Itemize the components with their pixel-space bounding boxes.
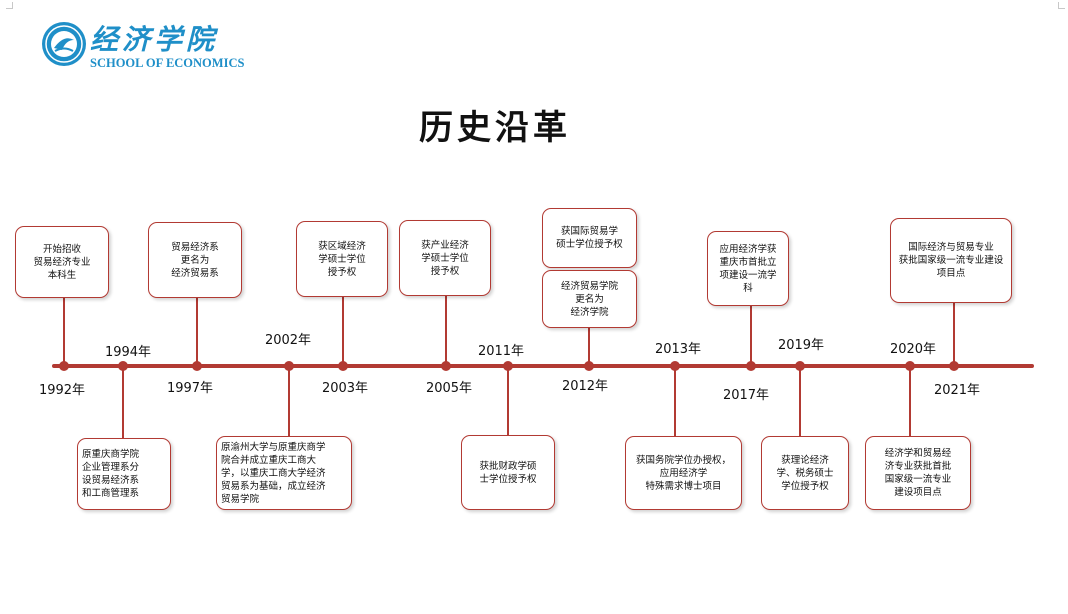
timeline-dot-2020 bbox=[905, 361, 915, 371]
connector-2013 bbox=[674, 368, 676, 436]
event-box-2019: 获理论经济 学、税务硕士 学位授予权 bbox=[761, 436, 849, 510]
event-box-2003: 获区域经济 学硕士学位 授予权 bbox=[296, 221, 388, 297]
event-box-1994: 原重庆商学院 企业管理系分 设贸易经济系 和工商管理系 bbox=[77, 438, 171, 510]
year-label-2002: 2002年 bbox=[264, 333, 312, 348]
page-corner-top-left bbox=[6, 2, 13, 9]
event-box-2017: 应用经济学获 重庆市首批立 项建设一流学 科 bbox=[707, 231, 789, 306]
year-label-1997: 1997年 bbox=[166, 381, 214, 396]
timeline-dot-2017 bbox=[746, 361, 756, 371]
connector-2005 bbox=[445, 296, 447, 364]
event-box-2012-degree: 获国际贸易学 硕士学位授予权 bbox=[542, 208, 637, 268]
event-box-2013: 获国务院学位办授权， 应用经济学 特殊需求博士项目 bbox=[625, 436, 742, 510]
connector-2020 bbox=[909, 368, 911, 436]
year-label-2013: 2013年 bbox=[654, 342, 702, 357]
timeline-dot-2013 bbox=[670, 361, 680, 371]
timeline-dot-2021 bbox=[949, 361, 959, 371]
timeline-dot-1994 bbox=[118, 361, 128, 371]
connector-2021 bbox=[953, 303, 955, 364]
timeline-axis bbox=[52, 364, 1034, 368]
connector-1992 bbox=[63, 298, 65, 364]
school-emblem-icon bbox=[42, 22, 86, 66]
timeline-dot-2002 bbox=[284, 361, 294, 371]
timeline-dot-2003 bbox=[338, 361, 348, 371]
timeline-dot-2019 bbox=[795, 361, 805, 371]
logo-english-name: SCHOOL OF ECONOMICS bbox=[90, 56, 245, 70]
event-box-2021: 国际经济与贸易专业 获批国家级一流专业建设 项目点 bbox=[890, 218, 1012, 303]
page-title: 历史沿革 bbox=[419, 108, 571, 148]
year-label-2021: 2021年 bbox=[933, 383, 981, 398]
year-label-2012: 2012年 bbox=[561, 379, 609, 394]
event-box-1992: 开始招收 贸易经济专业 本科生 bbox=[15, 226, 109, 298]
connector-2019 bbox=[799, 368, 801, 436]
connector-2012 bbox=[588, 328, 590, 364]
year-label-1994: 1994年 bbox=[104, 345, 152, 360]
year-label-2011: 2011年 bbox=[477, 344, 525, 359]
year-label-1992: 1992年 bbox=[38, 383, 86, 398]
timeline-dot-2012 bbox=[584, 361, 594, 371]
year-label-2019: 2019年 bbox=[777, 338, 825, 353]
logo-chinese-name: 经济学院 bbox=[90, 23, 219, 56]
event-box-2012-rename: 经济贸易学院 更名为 经济学院 bbox=[542, 270, 637, 328]
connector-1997 bbox=[196, 298, 198, 364]
year-label-2020: 2020年 bbox=[889, 342, 937, 357]
year-label-2017: 2017年 bbox=[722, 388, 770, 403]
page-corner-top-right bbox=[1058, 2, 1065, 9]
timeline-dot-1992 bbox=[59, 361, 69, 371]
timeline-dot-2011 bbox=[503, 361, 513, 371]
year-label-2005: 2005年 bbox=[425, 381, 473, 396]
connector-2002 bbox=[288, 368, 290, 436]
timeline-dot-1997 bbox=[192, 361, 202, 371]
event-box-2005: 获产业经济 学硕士学位 授予权 bbox=[399, 220, 491, 296]
event-box-1997: 贸易经济系 更名为 经济贸易系 bbox=[148, 222, 242, 298]
event-box-2002: 原渝州大学与原重庆商学 院合并成立重庆工商大 学，以重庆工商大学经济 贸易系为基… bbox=[216, 436, 352, 510]
event-box-2011: 获批财政学硕 士学位授予权 bbox=[461, 435, 555, 510]
timeline-dot-2005 bbox=[441, 361, 451, 371]
connector-2003 bbox=[342, 297, 344, 364]
year-label-2003: 2003年 bbox=[321, 381, 369, 396]
connector-1994 bbox=[122, 368, 124, 438]
connector-2011 bbox=[507, 368, 509, 435]
connector-2017 bbox=[750, 306, 752, 364]
school-logo: 经济学院 SCHOOL OF ECONOMICS bbox=[40, 16, 250, 72]
event-box-2020: 经济学和贸易经 济专业获批首批 国家级一流专业 建设项目点 bbox=[865, 436, 971, 510]
